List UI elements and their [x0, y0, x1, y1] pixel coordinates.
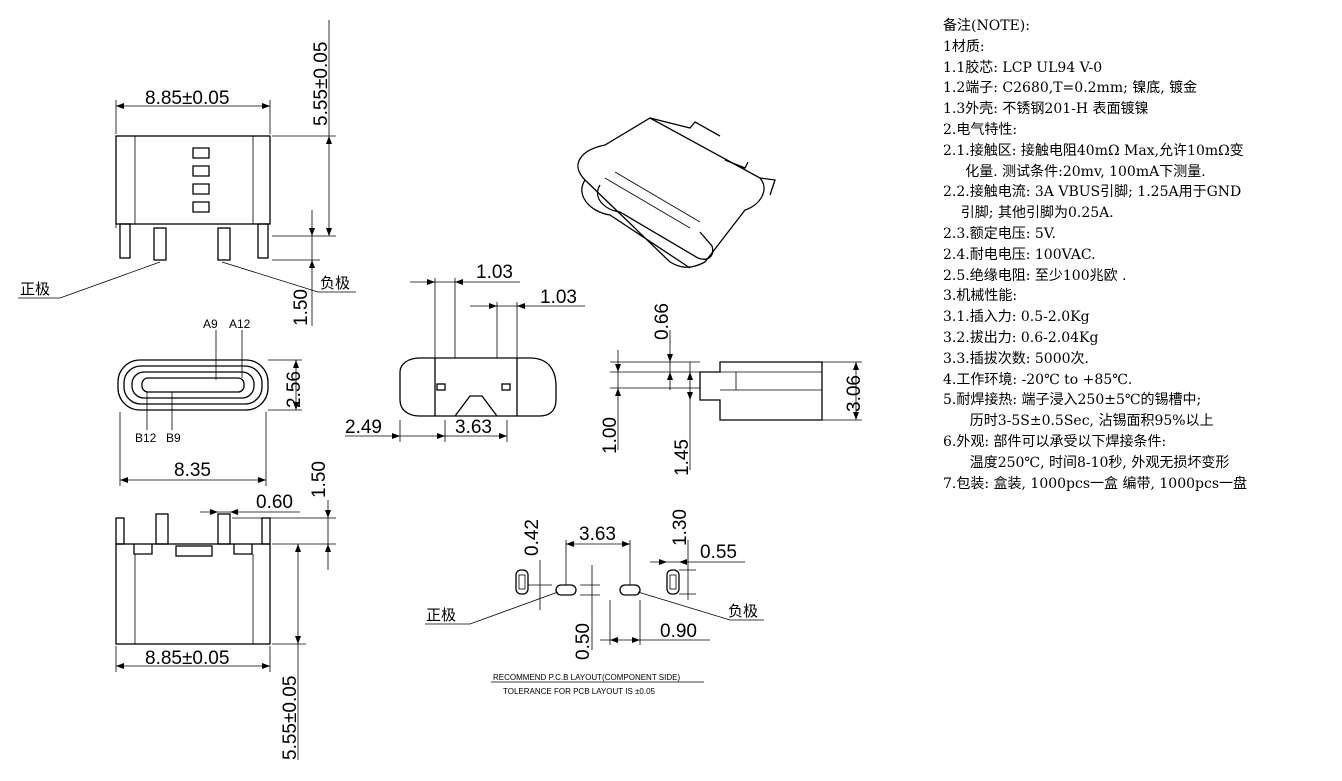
label-positive-pcb: 正极 — [426, 606, 456, 624]
dim-pcb-f: 0.90 — [660, 621, 697, 642]
dim-pcb-d: 0.55 — [700, 542, 737, 563]
dim-side-c: 1.45 — [672, 439, 693, 476]
dim-bottom-pin-w: 0.60 — [256, 492, 293, 513]
dim-bottom-height: 5.55±0.05 — [280, 676, 301, 760]
notes-line: 备注(NOTE): — [943, 18, 1030, 34]
dim-side-a: 0.66 — [652, 303, 673, 340]
dim-front-width: 8.35 — [174, 460, 211, 481]
notes-line: 6.外观: 部件可以承受以下焊接条件: — [943, 433, 1167, 450]
dim-front-height: 2.56 — [284, 371, 305, 408]
notes-line: 2.电气特性: — [943, 121, 1018, 138]
notes-line: 温度250℃, 时间8-10秒, 外观无损坏变形 — [943, 454, 1230, 471]
pcb-tolerance-note: TOLERANCE FOR PCB LAYOUT IS ±0.05 — [503, 687, 656, 696]
dim-pcb-c: 1.30 — [670, 509, 691, 546]
dim-end-b: 1.03 — [540, 287, 577, 308]
pin-a12-label: A12 — [229, 317, 251, 331]
pin-b9-label: B9 — [166, 431, 181, 445]
dim-bottom-width: 8.85±0.05 — [145, 648, 229, 669]
notes-line: 历时3-5S±0.5Sec, 沾锡面积95%以上 — [943, 413, 1214, 430]
dim-pcb-e: 0.50 — [573, 623, 594, 660]
notes-line: 3.1.插入力: 0.5-2.0Kg — [943, 309, 1090, 326]
pcb-layout-title: RECOMMEND P.C.B LAYOUT(COMPONENT SIDE) — [493, 673, 680, 682]
dim-pcb-a: 0.42 — [522, 519, 543, 556]
dim-side-b: 1.00 — [600, 417, 621, 454]
notes-line: 3.2.拔出力: 0.6-2.04Kg — [943, 329, 1099, 346]
notes-line: 3.3.插拔次数: 5000次. — [943, 350, 1089, 367]
dim-end-left: 2.49 — [345, 417, 382, 438]
pin-a9-label: A9 — [203, 317, 218, 331]
end-view — [345, 278, 585, 442]
dim-top-height: 5.55±0.05 — [311, 42, 332, 126]
label-negative-pcb: 负极 — [728, 602, 758, 620]
dim-side-d: 3.06 — [844, 375, 865, 412]
label-positive-top: 正极 — [20, 280, 50, 298]
dim-end-a: 1.03 — [476, 262, 513, 283]
notes-line: 2.4.耐电电压: 100VAC. — [943, 246, 1096, 263]
notes-line: 7.包装: 盒装, 1000pcs一盒 编带, 1000pcs一盘 — [943, 475, 1248, 492]
notes-line: 4.工作环境: -20℃ to +85℃. — [943, 371, 1133, 388]
notes-panel: 备注(NOTE): 1材质: 1.1胶芯: LCP UL94 V-0 1.2端子… — [943, 16, 1333, 494]
front-view — [117, 330, 302, 486]
notes-line: 1.2端子: C2680,T=0.2mm; 镍底, 镀金 — [943, 80, 1198, 97]
notes-line: 3.机械性能: — [943, 288, 1018, 305]
pin-b12-label: B12 — [135, 431, 157, 445]
notes-line: 2.3.额定电压: 5V. — [943, 225, 1056, 242]
dim-top-pin-gap: 1.50 — [291, 289, 312, 326]
label-negative-top: 负极 — [320, 274, 350, 292]
side-view — [610, 330, 862, 470]
notes-line: 2.2.接触电流: 3A VBUS引脚; 1.25A用于GND — [943, 184, 1242, 201]
notes-line: 5.耐焊接热: 端子浸入250±5℃的锡槽中; — [943, 392, 1202, 409]
bottom-view — [115, 500, 336, 760]
dim-pcb-b: 3.63 — [579, 524, 616, 545]
top-view — [18, 20, 356, 326]
notes-line: 1材质: — [943, 38, 985, 55]
dim-top-width: 8.85±0.05 — [145, 88, 229, 109]
notes-line: 2.5.绝缘电阻: 至少100兆欧 . — [943, 267, 1127, 284]
dim-bottom-pin-h: 1.50 — [309, 461, 330, 498]
pcb-layout — [425, 540, 764, 683]
notes-line: 引脚; 其他引脚为0.25A. — [943, 205, 1114, 222]
notes-line: 2.1.接触区: 接触电阻40mΩ Max,允许10mΩ变 — [943, 142, 1244, 159]
notes-line: 1.3外壳: 不锈钢201-H 表面镀镍 — [943, 101, 1149, 118]
notes-line: 1.1胶芯: LCP UL94 V-0 — [943, 59, 1103, 76]
notes-line: 化量. 测试条件:20mv, 100mA下测量. — [943, 163, 1206, 180]
isometric-view — [577, 117, 776, 269]
dim-end-mid: 3.63 — [455, 417, 492, 438]
